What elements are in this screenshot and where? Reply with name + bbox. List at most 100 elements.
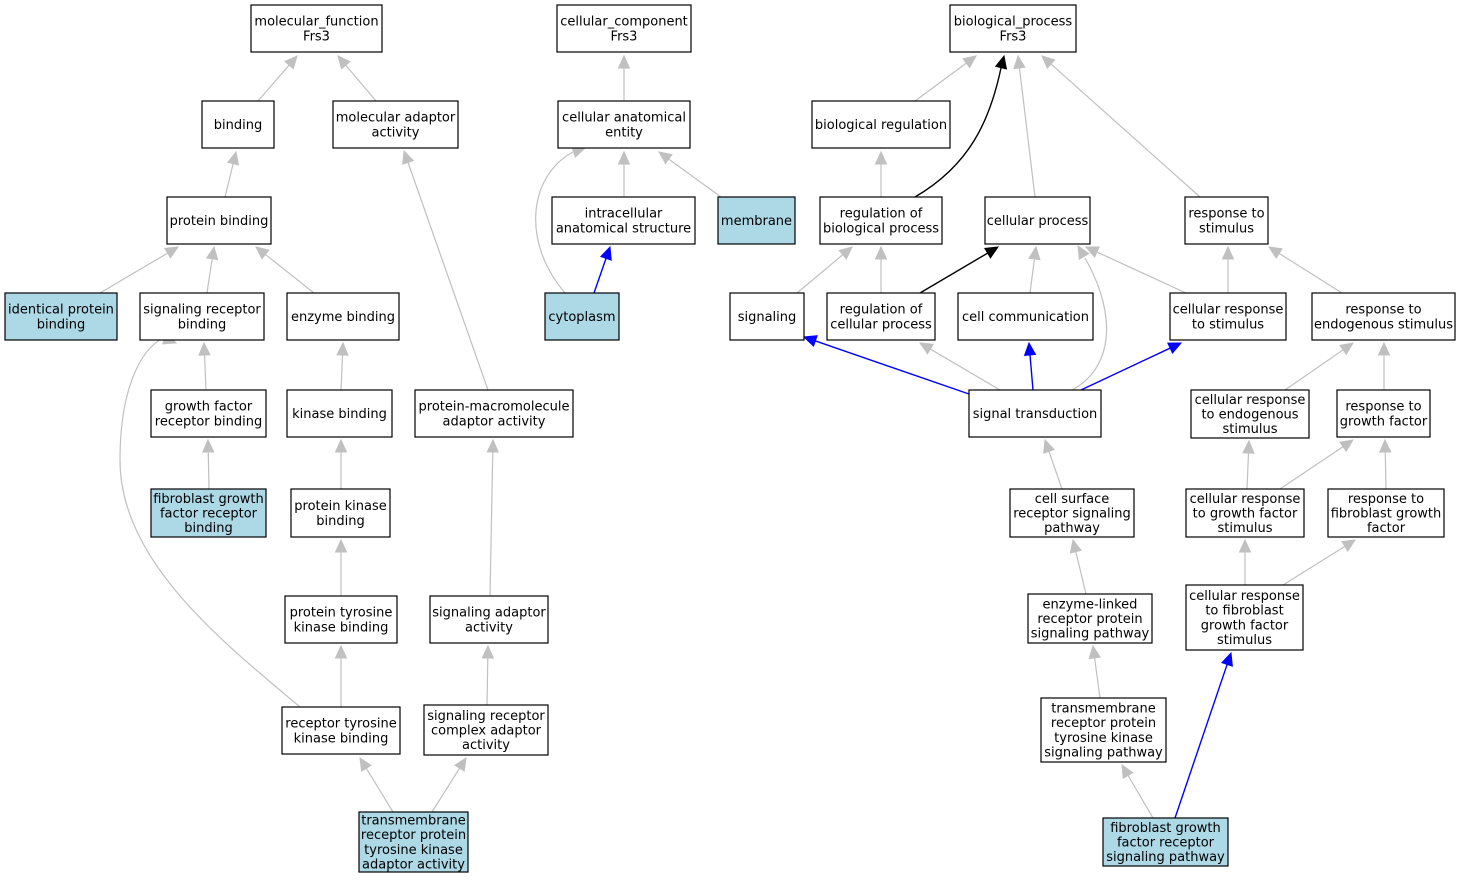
node-box <box>358 811 469 873</box>
node-label-line: growth factor <box>1340 414 1428 429</box>
node-label-line: entity <box>605 125 643 140</box>
node-label-line: regulation of <box>840 303 923 318</box>
node-label-line: membrane <box>721 214 792 229</box>
node-label-line: response to <box>1345 303 1421 318</box>
node-box <box>826 292 936 341</box>
edge-response_stimulus-to-bp_root <box>1041 55 1201 198</box>
node-binding[interactable]: binding <box>201 100 275 149</box>
edge-cell_response_stimulus-to-response_stimulus <box>1221 245 1235 293</box>
edge-identical_protein_binding-to-protein_binding <box>99 246 180 294</box>
node-label-line: signaling pathway <box>1106 850 1225 865</box>
node-label-line: signaling receptor <box>427 709 545 724</box>
edge-tm_rtk_adaptor-to-src_adaptor <box>431 756 467 813</box>
edge-reg_bio_process-to-bio_regulation <box>874 150 888 197</box>
node-label-line: cell surface <box>1035 492 1110 507</box>
edge-bio_regulation-to-bp_root <box>914 55 977 102</box>
edge-protein_binding-to-binding <box>224 150 240 198</box>
node-membrane[interactable]: membrane <box>717 196 796 245</box>
node-label-line: to growth factor <box>1193 507 1298 522</box>
node-box <box>414 389 574 438</box>
node-box <box>281 706 401 755</box>
node-label-line: tyrosine kinase <box>1054 731 1153 746</box>
node-label-line: binding <box>178 317 226 332</box>
node-box <box>949 4 1077 53</box>
node-box <box>139 292 265 341</box>
node-label-line: complex adaptor <box>431 724 542 739</box>
node-label-line: signaling <box>738 310 797 325</box>
node-label-line: endogenous stimulus <box>1314 317 1453 332</box>
node-label-line: fibroblast growth <box>1110 821 1221 836</box>
node-signal-transduction[interactable]: signal transduction <box>968 389 1102 438</box>
node-signaling[interactable]: signaling <box>729 292 805 341</box>
node-label-line: Frs3 <box>303 29 330 44</box>
node-cytoplasm[interactable]: cytoplasm <box>544 292 620 341</box>
edge-fgf_receptor_pathway-to-cell_resp_fgf <box>1174 651 1233 819</box>
node-box <box>429 595 549 644</box>
node-protein-binding[interactable]: protein binding <box>166 196 272 245</box>
node-kinase-binding[interactable]: kinase binding <box>286 389 393 438</box>
node-bio-regulation[interactable]: biological regulation <box>811 100 951 149</box>
edge-cytoplasm-to-cell_anat_entity <box>535 145 587 294</box>
edge-response_endogenous-to-response_stimulus <box>1267 246 1343 294</box>
edge-binding-to-mf_root <box>257 55 298 102</box>
node-label-line: receptor tyrosine <box>285 717 396 732</box>
edge-cytoplasm-to-intracellular_struct <box>593 245 612 294</box>
node-box <box>1185 488 1305 538</box>
edge-signal_transduction-to-cellular_process <box>1071 244 1107 391</box>
node-label-line: pathway <box>1044 521 1100 536</box>
node-cell-communication[interactable]: cell communication <box>957 292 1094 341</box>
edge-signaling_adaptor-to-pm_adaptor <box>486 438 500 597</box>
node-cellular-process[interactable]: cellular process <box>984 196 1091 245</box>
edge-signal_transduction-to-cell_communication <box>1023 341 1037 391</box>
node-enzyme-binding[interactable]: enzyme binding <box>286 292 400 341</box>
node-box <box>284 595 398 644</box>
node-label-line: stimulus <box>1217 633 1272 648</box>
edge-gf_receptor_binding-to-signaling_receptor_binding <box>198 341 211 391</box>
edge-signal_transduction-to-reg_cell_process <box>918 342 1001 391</box>
node-label-line: cell communication <box>962 310 1089 325</box>
edge-intracellular_struct-to-cell_anat_entity <box>617 150 631 197</box>
node-box <box>984 196 1091 245</box>
node-label-line: receptor protein <box>1037 612 1142 627</box>
node-label-line: binding <box>184 521 232 536</box>
node-label-line: fibroblast growth <box>1331 507 1442 522</box>
node-label-line: molecular adaptor <box>336 111 456 126</box>
node-label-line: biological process <box>823 221 939 236</box>
edge-reg_cell_process-to-cellular_process <box>919 246 1000 294</box>
edge-fgf_receptor_binding-to-gf_receptor_binding <box>201 438 215 490</box>
node-label-line: signaling pathway <box>1031 627 1150 642</box>
